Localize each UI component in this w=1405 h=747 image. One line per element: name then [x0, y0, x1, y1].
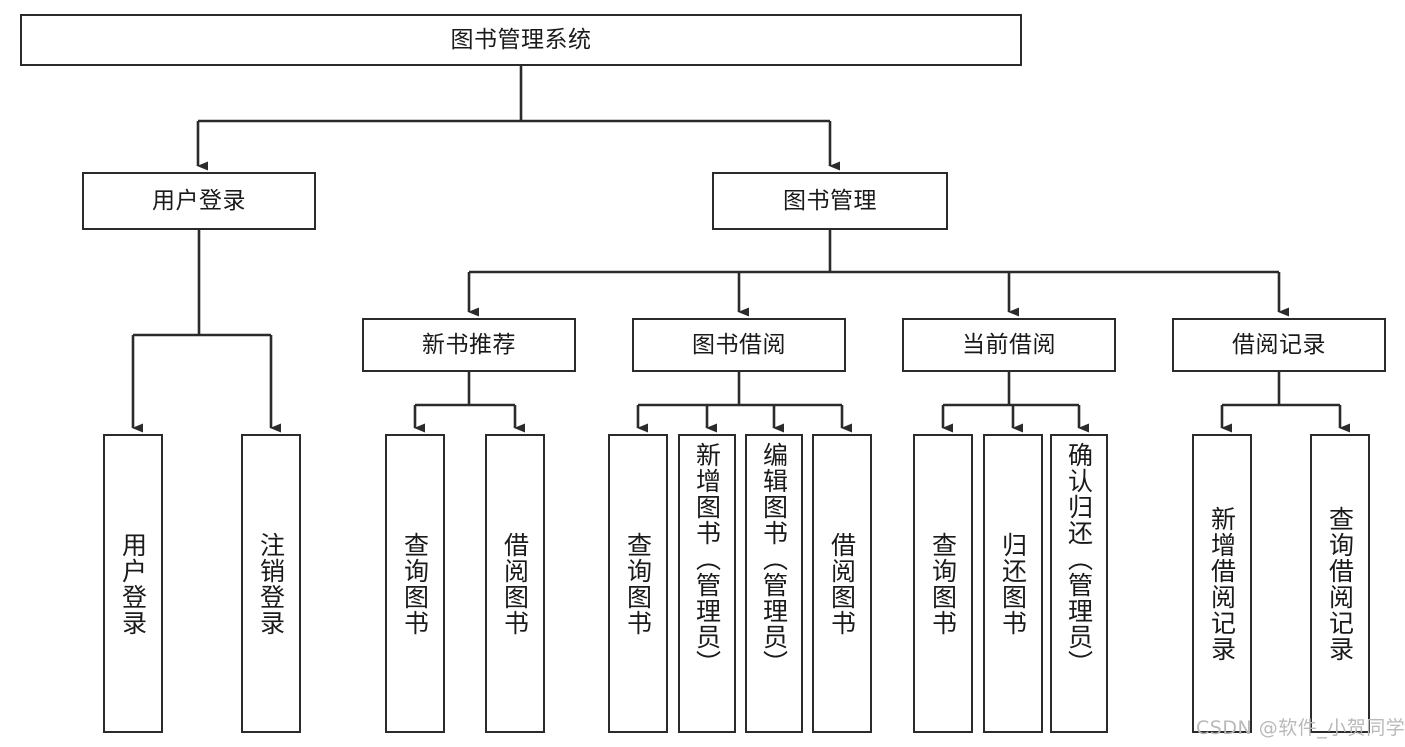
node-user-login[interactable]: 用户登录: [82, 172, 316, 230]
node-current-borrow[interactable]: 当前借阅: [902, 318, 1116, 372]
node-label: 编辑图书（管理员）: [759, 442, 789, 676]
node-leaf-return-book[interactable]: 归还图书: [983, 434, 1043, 733]
node-leaf-query-book-recommend[interactable]: 查询图书: [385, 434, 445, 733]
node-leaf-add-borrow-record[interactable]: 新增借阅记录: [1192, 434, 1252, 733]
node-label: 图书管理: [783, 187, 877, 214]
node-label: 查询图书: [928, 531, 958, 636]
node-label: 新书推荐: [422, 331, 516, 358]
node-leaf-query-borrow-record[interactable]: 查询借阅记录: [1310, 434, 1370, 733]
node-leaf-logout[interactable]: 注销登录: [241, 434, 301, 733]
node-leaf-query-book-current[interactable]: 查询图书: [913, 434, 973, 733]
node-label: 借阅记录: [1232, 331, 1326, 358]
node-book-borrow[interactable]: 图书借阅: [632, 318, 846, 372]
node-label: 新增图书（管理员）: [692, 442, 722, 676]
node-leaf-query-book-borrow[interactable]: 查询图书: [608, 434, 668, 733]
node-label: 借阅图书: [827, 531, 857, 636]
csdn-watermark: CSDN @软件_小贺同学: [1196, 717, 1405, 739]
node-label: 借阅图书: [500, 531, 530, 636]
node-leaf-borrow-book[interactable]: 借阅图书: [812, 434, 872, 733]
node-leaf-user-login[interactable]: 用户登录: [103, 434, 163, 733]
node-label: 归还图书: [998, 531, 1028, 636]
node-leaf-borrow-book-recommend[interactable]: 借阅图书: [485, 434, 545, 733]
node-leaf-edit-book-admin[interactable]: 编辑图书（管理员）: [745, 434, 803, 733]
node-label: 查询图书: [400, 531, 430, 636]
node-label: 图书管理系统: [450, 26, 592, 53]
node-leaf-confirm-return-admin[interactable]: 确认归还（管理员）: [1050, 434, 1108, 733]
node-leaf-add-book-admin[interactable]: 新增图书（管理员）: [678, 434, 736, 733]
node-label: 确认归还（管理员）: [1064, 442, 1094, 676]
node-label: 注销登录: [256, 531, 286, 636]
node-label: 查询借阅记录: [1325, 505, 1355, 662]
node-book-manage[interactable]: 图书管理: [712, 172, 948, 230]
node-label: 当前借阅: [962, 331, 1056, 358]
node-borrow-record[interactable]: 借阅记录: [1172, 318, 1386, 372]
node-book-management-system[interactable]: 图书管理系统: [20, 14, 1022, 66]
node-label: 查询图书: [623, 531, 653, 636]
node-label: 用户登录: [152, 187, 246, 214]
node-label: 用户登录: [118, 531, 148, 636]
node-label: 图书借阅: [692, 331, 786, 358]
node-new-book-recommend[interactable]: 新书推荐: [362, 318, 576, 372]
node-label: 新增借阅记录: [1207, 505, 1237, 662]
